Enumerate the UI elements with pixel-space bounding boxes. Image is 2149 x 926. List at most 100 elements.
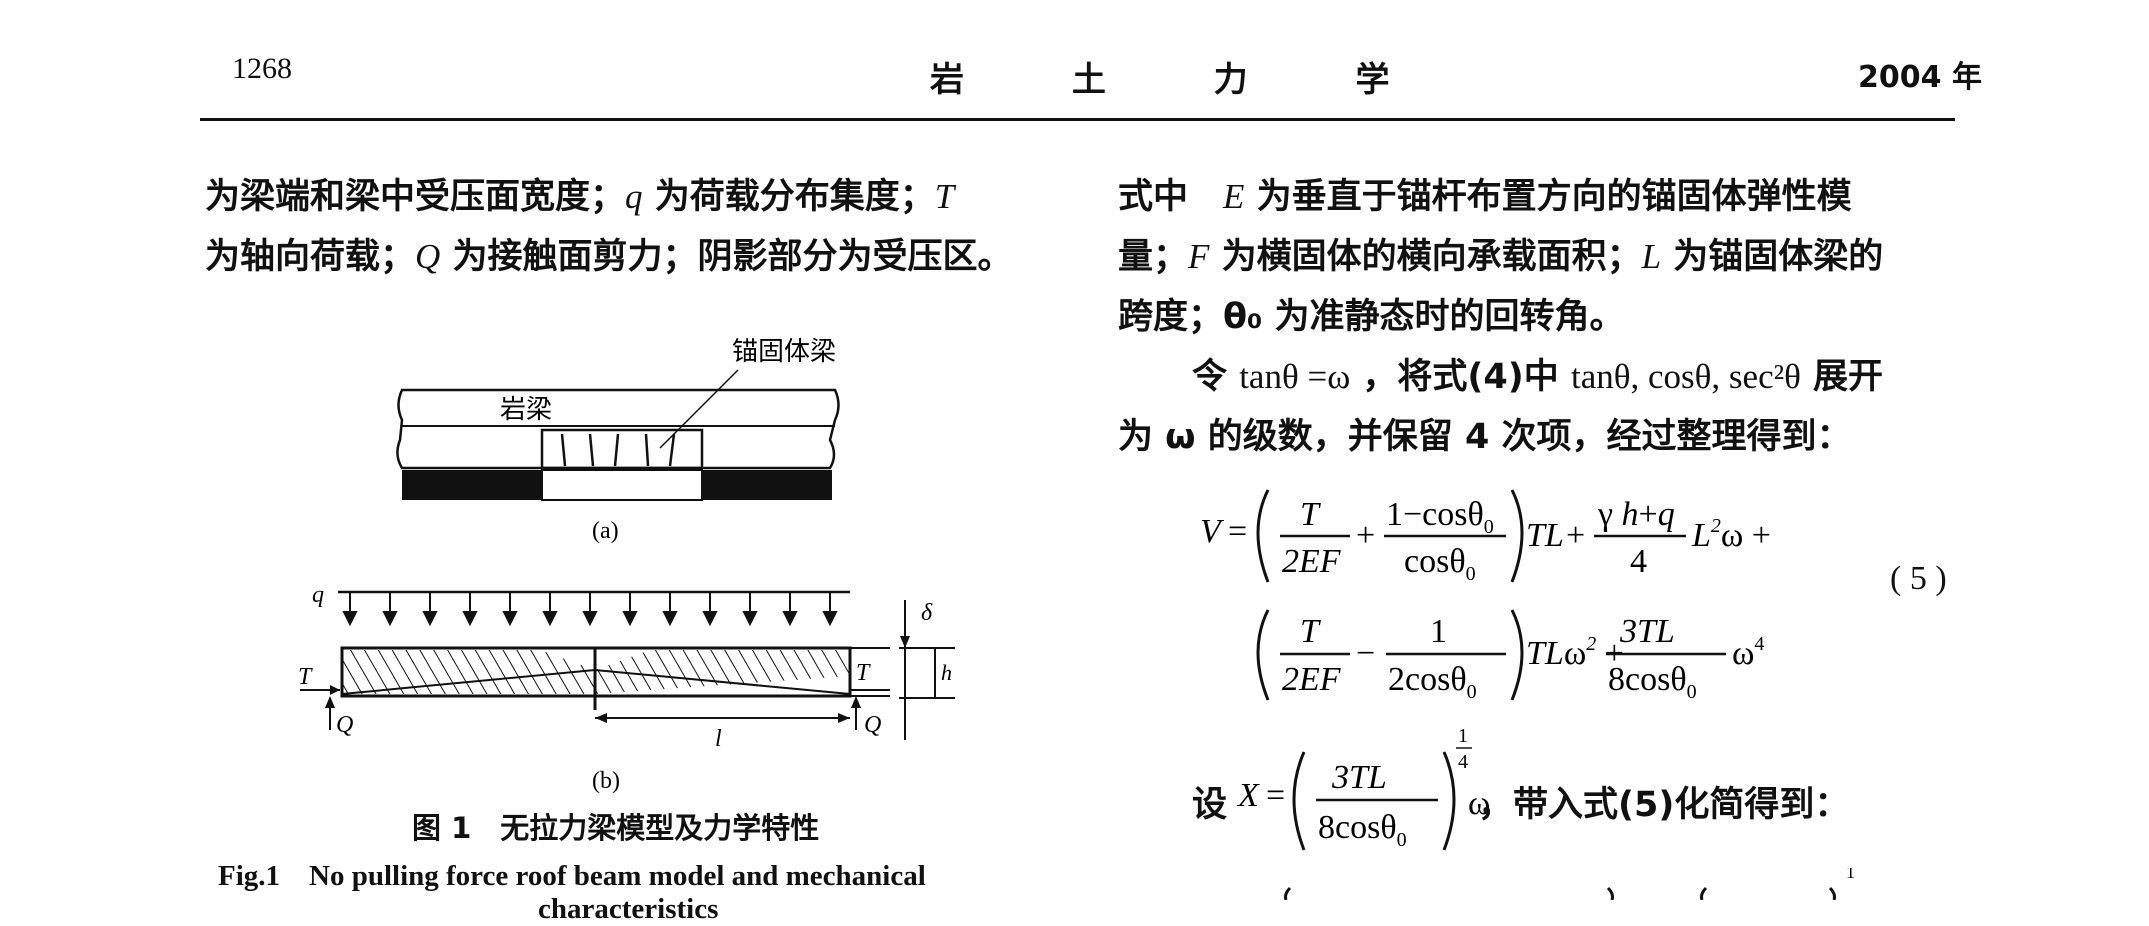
arrow-head [502, 611, 518, 627]
text-run: 为横固体的横向承载面积； [1209, 237, 1642, 277]
leader-line [659, 369, 739, 449]
paren-open [1256, 489, 1270, 583]
figure-caption-en: Fig.1 No pulling force roof beam model a… [218, 860, 926, 892]
arrow-head [595, 713, 607, 723]
paren-open [1256, 609, 1270, 701]
load-arrows [342, 592, 838, 627]
equation-6-partial: 1 [1284, 868, 1855, 900]
paren-open [1284, 886, 1292, 900]
figure-1b: q T Q T Q l a b (b) [298, 582, 890, 794]
eq-L2w: L2ω + [1691, 515, 1771, 554]
eq-equals: = [1266, 777, 1285, 814]
arrow-head [782, 611, 798, 627]
arrow-head [622, 611, 638, 627]
figure-caption-cn: 图 1 无拉力梁模型及力学特性 [412, 811, 820, 845]
arrow-head [900, 636, 910, 648]
eq-plus: + [1566, 517, 1585, 554]
eq-2EF: 2EF [1282, 543, 1342, 580]
label-b: (b) [592, 768, 620, 794]
arrow-head [851, 696, 861, 708]
arrow-head [330, 685, 340, 695]
label-delta: δ [921, 600, 933, 626]
eq-minus: − [1356, 635, 1375, 672]
exp-num: 1 [1458, 725, 1468, 747]
figure-1-dims: δ h [899, 600, 955, 740]
right-text-line-6a: 设 [1192, 785, 1228, 825]
symbol-Q: Q [415, 237, 441, 276]
arrow-head [838, 713, 850, 723]
text-run: 为荷载分布集度； [642, 177, 935, 217]
eq-TLw2: TLω2 + [1526, 633, 1624, 672]
text-run: 展开 [1800, 357, 1884, 397]
symbol-F: F [1188, 237, 1210, 276]
eq-X: X [1236, 777, 1260, 814]
eq-3TL: 3TL [1331, 759, 1387, 796]
math-run: tanθ, cosθ, sec²θ [1570, 357, 1801, 396]
exp-num: 1 [1846, 868, 1855, 882]
neutral-line-left [341, 669, 596, 695]
right-text-line-1: 式中 E 为垂直于锚杆布置方向的锚固体弹性模 [1118, 168, 1852, 219]
arrow-head [542, 611, 558, 627]
paren-close [1606, 886, 1614, 900]
support-gap [541, 469, 703, 501]
right-text-line-3: 跨度；θ₀ 为准静态时的回转角。 [1118, 297, 1625, 337]
header-rule [200, 118, 1955, 121]
arrow-head [662, 611, 678, 627]
label-Q-left: Q [336, 712, 353, 738]
eq-den: cosθ0 [1404, 543, 1476, 585]
rock-beam-outline [396, 388, 840, 470]
eq-num: 1−cosθ0 [1386, 496, 1494, 538]
math-run: tanθ =ω [1239, 357, 1351, 396]
label-l: l [715, 726, 722, 752]
journal-title: 岩 土 力 学 [930, 60, 1438, 100]
compression-zone-right [595, 650, 850, 694]
page-number: 1268 [232, 52, 292, 85]
label-rock-beam: 岩梁 [500, 395, 552, 424]
arrow-head [422, 611, 438, 627]
eq-w4: ω4 [1732, 633, 1764, 672]
right-text-line-2: 量；F 为横固体的横向承载面积；L 为锚固体梁的 [1118, 228, 1883, 279]
label-T-left: T [298, 664, 313, 690]
arrow-head [325, 696, 335, 708]
eq-num: γ h+q [1597, 496, 1675, 533]
arrow-head [462, 611, 478, 627]
eq-3TL: 3TL [1619, 613, 1675, 650]
eq-den: 2cosθ0 [1388, 661, 1477, 703]
symbol-E: E [1223, 177, 1245, 216]
exp-den: 4 [1458, 751, 1468, 773]
label-a: (a) [592, 518, 619, 544]
eq-T: T [1300, 613, 1321, 650]
figure-1a: 锚固体梁 岩梁 (a) [396, 337, 840, 544]
text-run: 为梁端和梁中受压面宽度； [205, 177, 626, 217]
text-run: ，将式(4)中 [1350, 357, 1571, 397]
compression-zone-left [342, 650, 595, 694]
label-anchor-beam: 锚固体梁 [732, 337, 836, 366]
arrow-head [822, 611, 838, 627]
arrow-head [342, 611, 358, 627]
arrow-head [742, 611, 758, 627]
paren-open [1700, 886, 1708, 900]
symbol-T: T [934, 177, 955, 216]
support-right [702, 470, 832, 500]
text-run: 式中 [1118, 177, 1224, 217]
beam-end-block [849, 647, 890, 697]
anchor-body-beam [540, 428, 704, 470]
arrow-head [382, 611, 398, 627]
neutral-line-right [594, 669, 851, 695]
symbol-L: L [1641, 237, 1662, 276]
eq-4: 4 [1630, 543, 1647, 580]
paren-close [1510, 489, 1524, 583]
text-run: 为轴向荷载； [205, 237, 416, 277]
paren-close [1442, 751, 1456, 851]
paren-open [1292, 751, 1306, 851]
eq-1: 1 [1430, 613, 1447, 650]
eq-TL: TL [1526, 517, 1564, 554]
eq-equals: = [1228, 513, 1247, 550]
eq-V: V [1200, 513, 1225, 550]
label-q: q [312, 582, 324, 608]
arrow-head [702, 611, 718, 627]
label-Q-right: Q [864, 712, 881, 738]
eq-plus: + [1356, 517, 1375, 554]
figure-caption-en-cont: characteristics [538, 893, 719, 925]
symbol-q: q [625, 177, 643, 216]
